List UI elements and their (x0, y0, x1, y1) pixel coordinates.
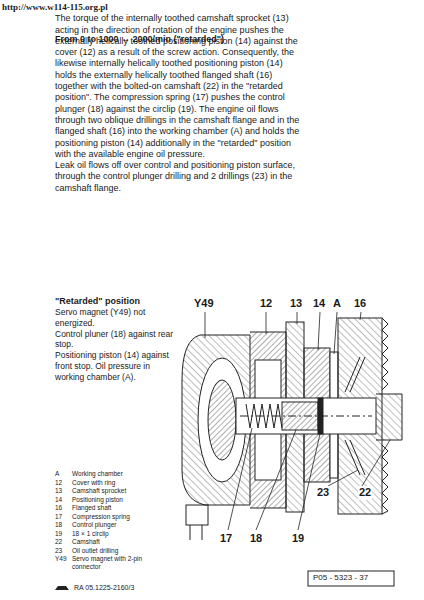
callout-number: A (333, 297, 341, 311)
key-number: 23 (55, 547, 62, 555)
key-text: Oil outlet drilling (72, 547, 150, 555)
document-code: RA 05.1225-2160/3 (74, 584, 134, 593)
caption-line: Positioning piston (14) against front st… (55, 350, 180, 382)
caption-line: Control pluner (18) against rear stop. (55, 329, 180, 351)
key-text: Working chamber (72, 470, 150, 478)
key-text: Positioning piston (72, 496, 150, 504)
body-paragraph: The torque of the internally toothed cam… (55, 13, 305, 160)
key-text: Camshaft (72, 538, 150, 546)
key-text: 18 × 1 circlip (72, 530, 150, 538)
callout-number: 16 (354, 297, 366, 311)
key-number: 19 (55, 530, 62, 538)
key-text: Servo magnet with 2-pin connector (72, 555, 150, 571)
key-number: 17 (55, 513, 62, 521)
callout-number: 23 (316, 486, 330, 500)
callout-number: 12 (260, 297, 272, 311)
key-number: 13 (55, 487, 62, 495)
key-number: Y49 (55, 555, 67, 563)
key-number: 16 (55, 504, 62, 512)
key-number: 22 (55, 538, 62, 546)
key-number: A (55, 470, 59, 478)
callout-number: Y49 (194, 297, 214, 311)
caption-heading: "Retarded" position (55, 296, 180, 307)
callout-number: 22 (358, 486, 372, 500)
callout-number: 17 (220, 532, 232, 546)
key-text: Compression spring (72, 513, 150, 521)
key-number: 14 (55, 496, 62, 504)
key-text: Cover with ring (72, 479, 150, 487)
callout-number: 13 (290, 297, 302, 311)
key-text: Control plunger (72, 521, 150, 529)
key-number: 12 (55, 479, 62, 487)
callout-number: 14 (313, 297, 325, 311)
caption-line: Servo magnet (Y49) not energized. (55, 307, 180, 329)
key-text: Camshaft sprocket (72, 487, 150, 495)
callout-number: 19 (292, 532, 304, 546)
key-number: 18 (55, 521, 62, 529)
figure-reference: P05 - 5323 - 37 (313, 573, 368, 583)
body-paragraph: Leak oil flows off over control and posi… (55, 160, 305, 194)
key-text: Flanged shaft (72, 504, 150, 512)
watermark: http://www.w114-115.org.pl (2, 2, 108, 13)
callout-number: 18 (250, 532, 262, 546)
